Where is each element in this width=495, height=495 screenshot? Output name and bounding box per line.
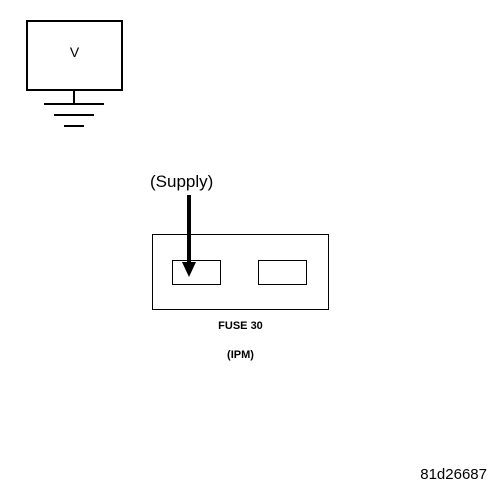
figure-code: 81d26687	[420, 466, 487, 483]
fuse-terminal-supply	[172, 260, 221, 285]
fuse-name: FUSE 30	[218, 320, 263, 332]
voltmeter-box: V	[26, 20, 123, 91]
voltmeter-label: V	[69, 44, 80, 60]
fuse-panel	[152, 234, 329, 310]
fuse-terminal-load	[258, 260, 307, 285]
supply-label: (Supply)	[150, 172, 214, 191]
fuse-location: (IPM)	[227, 349, 254, 361]
